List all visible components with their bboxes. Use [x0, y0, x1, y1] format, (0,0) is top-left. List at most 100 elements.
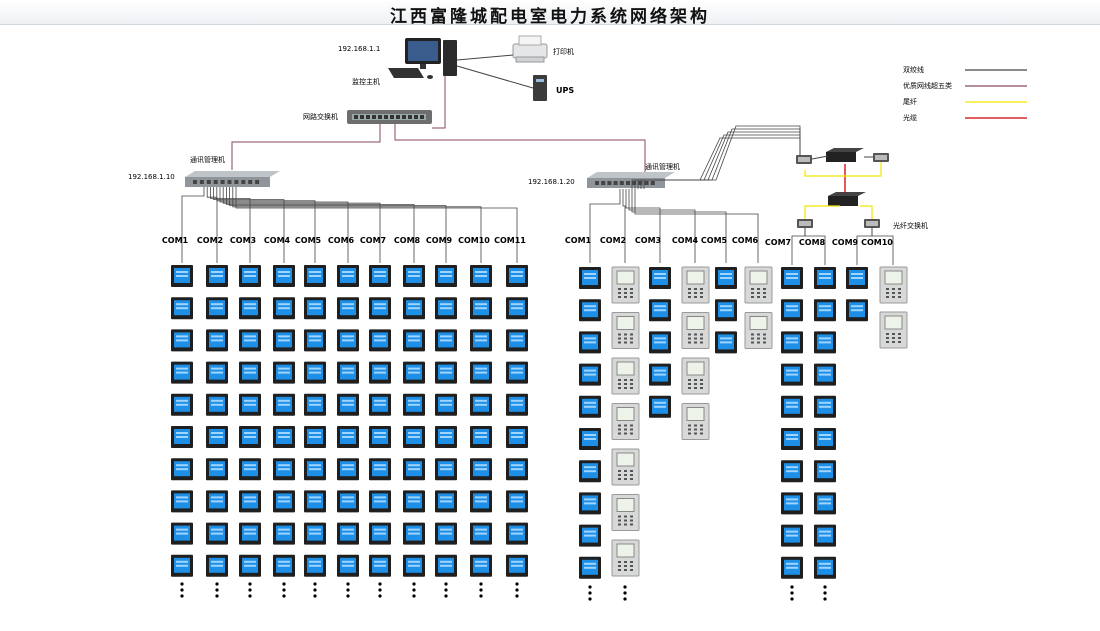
com-port-cable	[219, 187, 349, 263]
printer-icon	[512, 35, 548, 63]
protection-relay-icon	[744, 312, 773, 349]
protection-relay-icon	[681, 266, 710, 304]
com-port-cable	[625, 189, 661, 263]
power-meter-icon	[171, 522, 193, 545]
power-meter-icon	[649, 363, 671, 386]
continuation-dot	[378, 594, 382, 598]
power-meter-icon	[435, 522, 457, 545]
power-meter-icon	[337, 393, 359, 416]
monitoring-host-icon	[388, 38, 457, 79]
power-meter-icon	[239, 426, 261, 448]
protection-relay-icon	[681, 403, 710, 440]
power-meter-icon	[579, 492, 601, 515]
continuation-dot	[378, 588, 382, 592]
power-meter-icon	[579, 363, 601, 386]
power-meter-icon	[506, 329, 528, 352]
continuation-dot	[378, 582, 382, 586]
power-meter-icon	[470, 458, 492, 481]
power-meter-icon	[369, 393, 391, 416]
com-port-label: COM10	[861, 238, 893, 247]
printer-label: 打印机	[553, 47, 574, 56]
power-meter-icon	[470, 522, 492, 545]
com-port-cable	[871, 228, 894, 265]
power-meter-icon	[206, 458, 228, 481]
protection-relay-icon	[611, 448, 640, 486]
power-meter-icon	[506, 554, 528, 577]
switch-to-left-gateway-cable	[231, 124, 381, 170]
com-port-cable	[213, 187, 285, 263]
power-meter-icon	[273, 426, 295, 448]
power-meter-icon	[506, 458, 528, 481]
continuation-dot	[313, 588, 317, 592]
legend-label: 优质网线超五类	[903, 81, 952, 90]
power-meter-icon	[369, 554, 391, 577]
com-port-cable	[216, 187, 316, 263]
power-meter-icon	[781, 428, 803, 450]
power-meter-icon	[649, 395, 671, 418]
right-gateway-icon	[587, 172, 675, 188]
power-meter-icon	[506, 490, 528, 513]
power-meter-icon	[435, 490, 457, 513]
media-converter-icon	[796, 155, 812, 164]
gateway-ip-label: 192.168.1.10	[128, 173, 175, 181]
continuation-dot	[515, 588, 519, 592]
host-to-printer-cable	[456, 54, 514, 61]
power-meter-icon	[435, 426, 457, 448]
power-meter-icon	[206, 554, 228, 577]
power-meter-icon	[579, 299, 601, 322]
host-ip-label: 192.168.1.1	[338, 45, 380, 53]
power-meter-icon	[273, 329, 295, 352]
media-converter-icon	[797, 219, 813, 228]
power-meter-icon	[273, 490, 295, 513]
power-meter-icon	[171, 393, 193, 416]
protection-relay-icon	[611, 403, 640, 440]
power-meter-icon	[171, 361, 193, 384]
page-title: 江西富隆城配电室电力系统网络架构	[390, 7, 710, 27]
uplink-cable	[643, 125, 801, 189]
power-meter-icon	[369, 361, 391, 384]
protection-relay-icon	[611, 357, 640, 395]
continuation-dot	[346, 582, 350, 586]
com-port-label: COM2	[197, 236, 223, 245]
power-meter-icon	[781, 267, 803, 289]
continuation-dot	[215, 594, 219, 598]
power-meter-icon	[337, 426, 359, 448]
power-meter-icon	[206, 361, 228, 384]
legend-label: 尾纤	[903, 97, 917, 106]
power-meter-icon	[273, 393, 295, 416]
power-meter-icon	[715, 331, 737, 354]
continuation-dot	[444, 582, 448, 586]
com-port-label: COM8	[394, 236, 421, 245]
com-port-cable	[589, 189, 621, 263]
continuation-dot	[823, 591, 827, 595]
power-meter-icon	[814, 428, 836, 450]
com-port-label: COM1	[162, 236, 189, 245]
power-meter-icon	[470, 265, 492, 287]
power-meter-icon	[304, 329, 326, 352]
power-meter-icon	[304, 265, 326, 287]
power-meter-icon	[273, 297, 295, 320]
host-to-ups-cable	[456, 65, 534, 89]
continuation-dot	[248, 582, 252, 586]
power-meter-icon	[435, 329, 457, 352]
com-port-label: COM2	[600, 236, 626, 245]
power-meter-icon	[369, 297, 391, 320]
power-meter-icon	[814, 460, 836, 483]
host-to-switch-cable	[432, 76, 446, 129]
power-meter-icon	[715, 299, 737, 322]
power-meter-icon	[403, 490, 425, 513]
power-meter-icon	[435, 458, 457, 481]
power-meter-icon	[470, 361, 492, 384]
protection-relay-icon	[611, 266, 640, 304]
com-port-cable	[206, 187, 218, 263]
power-meter-icon	[470, 490, 492, 513]
power-meter-icon	[239, 490, 261, 513]
power-meter-icon	[171, 297, 193, 320]
power-meter-icon	[304, 297, 326, 320]
continuation-dot	[623, 597, 627, 601]
continuation-dot	[180, 588, 184, 592]
power-meter-icon	[435, 265, 457, 287]
continuation-dot	[215, 588, 219, 592]
continuation-dot	[180, 594, 184, 598]
